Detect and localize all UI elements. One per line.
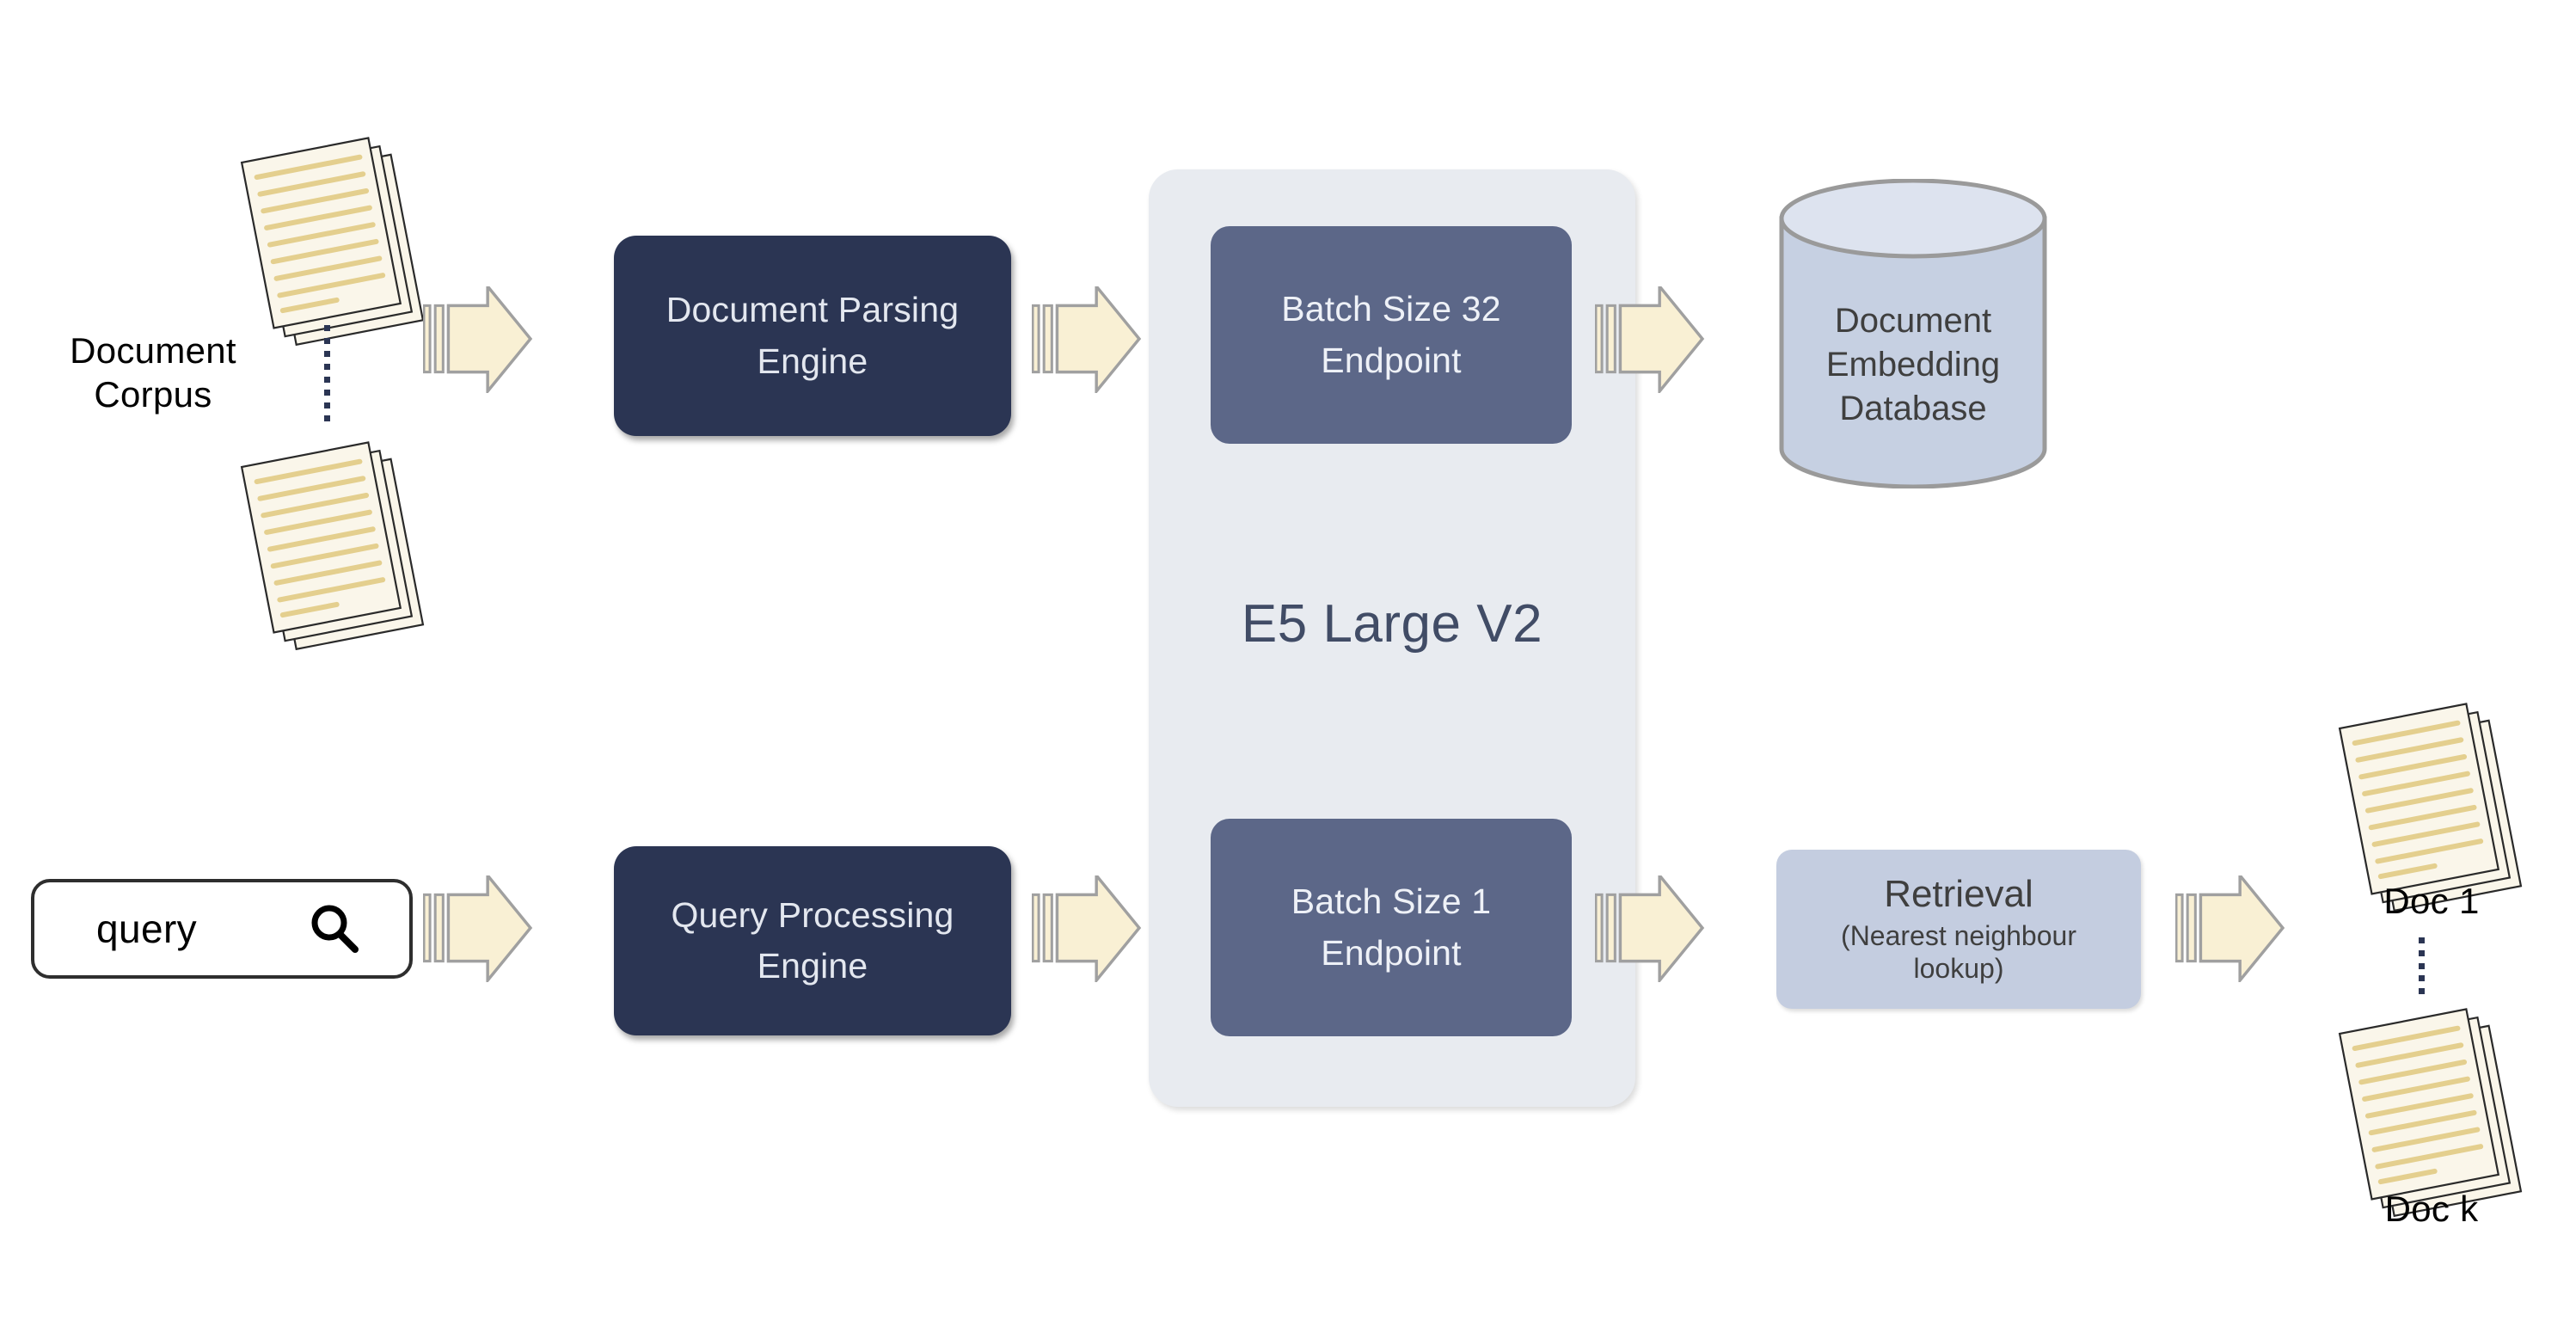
arrow-retrieval-to-results xyxy=(2174,874,2287,982)
batch-size-32-endpoint-label: Batch Size 32 Endpoint xyxy=(1281,289,1501,380)
arrow-batch1-to-retrieval xyxy=(1594,874,1707,982)
arrow-parsing-to-batch32 xyxy=(1031,285,1144,393)
result-doc-last-label: Doc k xyxy=(2384,1189,2479,1229)
document-embedding-database-label: Document Embedding Database xyxy=(1825,302,2001,428)
arrow-corpus-to-parsing xyxy=(422,285,535,393)
document-embedding-database-cylinder[interactable]: Document Embedding Database xyxy=(1776,178,2050,489)
query-processing-engine-box[interactable]: Query Processing Engine xyxy=(614,846,1011,1035)
batch-size-1-endpoint-box[interactable]: Batch Size 1 Endpoint xyxy=(1211,819,1572,1036)
search-icon[interactable] xyxy=(308,902,361,955)
query-processing-engine-label: Query Processing Engine xyxy=(671,894,954,986)
document-corpus-dots xyxy=(322,325,331,421)
result-document-stack-last xyxy=(2337,993,2526,1217)
batch-size-1-endpoint-label: Batch Size 1 Endpoint xyxy=(1291,882,1492,973)
query-search-value: query xyxy=(96,906,198,951)
arrow-batch32-to-database xyxy=(1594,285,1707,393)
retrieval-subtitle: (Nearest neighbour lookup) xyxy=(1841,919,2076,984)
document-corpus-label: Document Corpus xyxy=(70,330,236,415)
result-doc-first-label: Doc 1 xyxy=(2383,881,2480,921)
e5-large-v2-title: E5 Large V2 xyxy=(1241,594,1543,654)
result-document-stack-first xyxy=(2337,688,2526,912)
retrieval-title: Retrieval xyxy=(1884,872,2033,915)
document-corpus-stack-bottom xyxy=(239,427,428,650)
document-corpus-stack-top xyxy=(239,122,428,346)
query-search-input[interactable]: query xyxy=(31,879,413,979)
batch-size-32-endpoint-box[interactable]: Batch Size 32 Endpoint xyxy=(1211,226,1572,444)
document-parsing-engine-label: Document Parsing Engine xyxy=(665,290,960,381)
result-docs-dots xyxy=(2417,937,2426,994)
document-parsing-engine-box[interactable]: Document Parsing Engine xyxy=(614,236,1011,436)
arrow-query-to-query-engine xyxy=(422,874,535,982)
arrow-query-engine-to-batch1 xyxy=(1031,874,1144,982)
retrieval-box[interactable]: Retrieval (Nearest neighbour lookup) xyxy=(1776,850,2141,1009)
